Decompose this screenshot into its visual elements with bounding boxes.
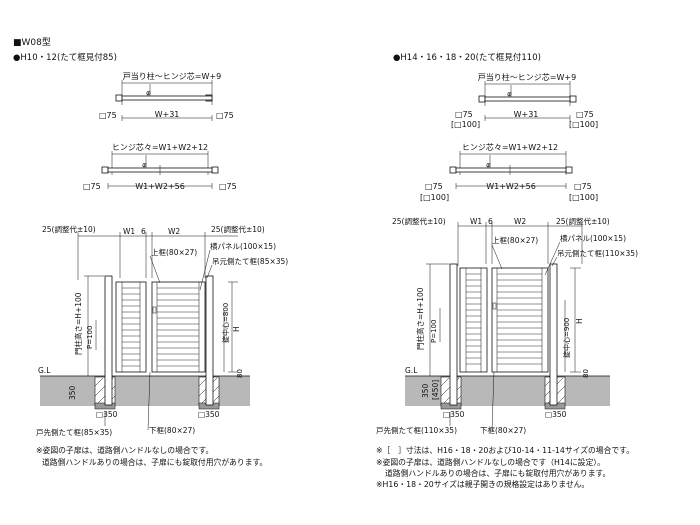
right-top-end-left: □75 — [455, 110, 473, 119]
right-top-end-left-2: [□100] — [451, 120, 480, 129]
right-adjust-right: 25(調整代±10) — [556, 216, 610, 226]
right-top-end-right: □75 — [576, 110, 594, 119]
right-gap: 6 — [488, 217, 493, 226]
left-base-left: □350 — [96, 410, 118, 419]
right-mid-end-right: □75 — [574, 182, 592, 191]
right-top-width: W+31 — [514, 110, 539, 119]
left-80: 80 — [236, 369, 244, 378]
left-p-dim: P=100 — [86, 326, 94, 349]
right-note-2: ※姿図の子扉は、道路側ハンドルなしの場合です（H14に設定）。 — [376, 457, 605, 467]
left-leaf-stile: 戸先側たて框(85×35) — [36, 427, 112, 437]
left-lock-height: 錠中心=800 — [221, 303, 230, 343]
right-foundation-2: [450] — [431, 380, 440, 400]
left-mid-end-right: □75 — [219, 182, 237, 191]
right-w2: W2 — [514, 217, 526, 226]
right-foundation: 350 — [421, 383, 430, 398]
left-top-rail: 上框(80×27) — [151, 247, 197, 257]
right-note-1: ※［ ］寸法は、H16・18・20および10-14・11-14サイズの場合です。 — [376, 445, 634, 455]
left-gap: 6 — [141, 227, 146, 236]
right-mid-phi: φ — [486, 161, 491, 169]
right-spec-title: ●H14・16・18・20(たて框見付110) — [393, 52, 541, 63]
right-adjust-left: 25(調整代±10) — [392, 216, 446, 226]
left-note-2: 道路側ハンドルありの場合は、子扉にも錠取付用穴があります。 — [42, 457, 267, 467]
left-base-right: □350 — [198, 410, 220, 419]
right-p-dim: P=100 — [430, 320, 438, 343]
left-elevation: 25(調整代±10) W1 6 W2 25(調整代±10) G.L 上 — [36, 224, 288, 437]
left-top-width: W+31 — [155, 110, 180, 119]
left-spec-title: ●H10・12(たて框見付85) — [13, 52, 117, 63]
left-top-end-left: □75 — [99, 111, 117, 120]
right-base-right: □350 — [545, 410, 567, 419]
right-mid-width: W1+W2+56 — [486, 182, 536, 191]
left-gl: G.L — [38, 366, 51, 375]
right-hinge-stile: 吊元側たて框(110×35) — [557, 248, 638, 258]
left-adjust-right: 25(調整代±10) — [211, 224, 265, 234]
left-top-phi: φ — [146, 89, 151, 97]
right-base-left: □350 — [443, 410, 465, 419]
right-note-4: ※H16・18・20サイズは親子開きの規格設定はありません。 — [376, 479, 589, 489]
right-top-title: 戸当り柱〜ヒンジ芯=W+9 — [478, 72, 576, 82]
left-h-panel: 横パネル(100×15) — [210, 241, 276, 251]
right-note-3: 道路側ハンドルありの場合は、子扉にも錠取付用穴があります。 — [385, 468, 610, 478]
right-mid-end-left-2: [□100] — [420, 193, 449, 202]
right-plan-mid: ヒンジ芯々=W1+W2+12 φ W1+W2+56 □75 [□100] □75… — [420, 142, 598, 202]
right-w1: W1 — [470, 217, 482, 226]
right-leaf-stile: 戸先側たて框(110×35) — [376, 425, 457, 435]
left-mid-width: W1+W2+56 — [135, 182, 185, 191]
right-80: 80 — [582, 369, 590, 378]
right-elevation: 25(調整代±10) W1 6 W2 25(調整代±10) G.L 上 — [376, 216, 638, 435]
left-bottom-rail: 下框(80×27) — [149, 425, 195, 435]
right-gl: G.L — [405, 366, 418, 375]
left-w2: W2 — [168, 227, 180, 236]
left-adjust-left: 25(調整代±10) — [42, 224, 96, 234]
right-mid-title: ヒンジ芯々=W1+W2+12 — [462, 142, 558, 152]
right-mid-end-right-2: [□100] — [569, 193, 598, 202]
right-h-panel: 横パネル(100×15) — [560, 233, 626, 243]
left-foundation: 350 — [68, 385, 77, 400]
left-post-height: 門柱高さ=H+100 — [73, 292, 83, 355]
left-top-end-right: □75 — [216, 111, 234, 120]
right-bottom-rail: 下框(80×27) — [480, 425, 526, 435]
left-hinge-stile: 吊元側たて框(85×35) — [212, 256, 288, 266]
right-top-phi: φ — [507, 90, 512, 98]
right-plan-top: 戸当り柱〜ヒンジ芯=W+9 φ W+31 □75 [□100] □75 [□10… — [451, 72, 598, 129]
right-lock-height: 錠中心=900 — [562, 318, 571, 358]
left-w1: W1 — [123, 227, 135, 236]
right-mid-end-left: □75 — [425, 182, 443, 191]
left-h: H — [232, 326, 241, 332]
series-label: ■W08型 — [13, 37, 51, 48]
right-h: H — [575, 318, 584, 324]
left-plan-mid: ヒンジ芯々=W1+W2+12 φ W1+W2+56 □75 □75 — [83, 142, 237, 191]
left-top-title: 戸当り柱〜ヒンジ芯=W+9 — [123, 71, 221, 81]
right-top-end-right-2: [□100] — [569, 120, 598, 129]
right-post-height: 門柱高さ=H+100 — [415, 287, 425, 350]
left-note-1: ※姿図の子扉は、道路側ハンドルなしの場合です。 — [36, 445, 213, 455]
right-top-rail: 上框(80×27) — [492, 235, 538, 245]
left-mid-phi: φ — [142, 161, 147, 169]
left-plan-top: 戸当り柱〜ヒンジ芯=W+9 φ W+31 □75 □75 — [99, 71, 234, 121]
left-mid-title: ヒンジ芯々=W1+W2+12 — [112, 142, 208, 152]
left-mid-end-left: □75 — [83, 182, 101, 191]
